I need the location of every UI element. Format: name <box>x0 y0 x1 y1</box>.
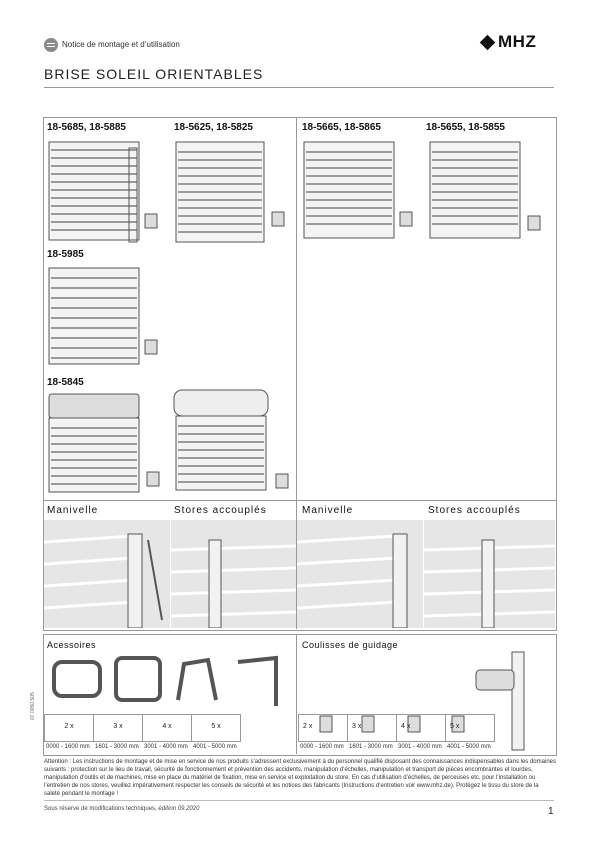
blind-drawing-18-5685 <box>48 141 158 243</box>
qty-value: 3 x <box>352 723 362 730</box>
qty-cell: 2 x <box>44 714 94 742</box>
accessories-divider <box>296 634 297 754</box>
range-label: 4001 - 5000 mm <box>193 744 237 750</box>
brand-logo: MHZ <box>479 32 537 52</box>
detail-crank-drawing <box>44 520 170 628</box>
blind-drawing-18-5655 <box>429 141 541 239</box>
product-code: 18-5845 <box>47 377 84 388</box>
section-manivelle: Manivelle <box>47 505 103 516</box>
qty-value: 4 x <box>401 723 411 730</box>
qty-cell: 4 x <box>142 714 192 742</box>
mhz-diamond-icon <box>479 34 496 50</box>
attention-text: Les instructions de montage et de mise e… <box>44 759 556 797</box>
detail-crank-drawing <box>297 520 423 628</box>
section-stores-accouples: Stores accouplés <box>174 505 271 516</box>
manual-book-icon <box>44 38 58 52</box>
document-number: 07 0050 505 <box>30 692 36 720</box>
footer-edition: édition 09.2020 <box>158 806 200 812</box>
detail-coupled-drawing <box>171 520 296 628</box>
frame-hrule <box>43 500 557 501</box>
qty-value: 2 x <box>303 723 313 730</box>
frame-divider <box>296 117 297 629</box>
accessories-title: Acessoires <box>47 640 101 650</box>
blind-drawing-18-5845-a <box>48 393 160 493</box>
product-code: 18-5655, 18-5855 <box>426 122 505 133</box>
guide-rail-drawing <box>475 651 525 751</box>
accessories-frame <box>43 634 557 756</box>
qty-value: 5 x <box>450 723 460 730</box>
qty-cell: 5 x <box>445 714 495 742</box>
page-number: 1 <box>548 806 554 817</box>
qty-cell: 4 x <box>396 714 446 742</box>
qty-cell: 5 x <box>191 714 241 742</box>
accessory-brackets-drawing <box>52 655 278 706</box>
qty-cell: 3 x <box>93 714 143 742</box>
qty-value: 3 x <box>113 723 123 730</box>
product-frame <box>43 117 557 631</box>
detail-coupled-drawing <box>424 520 555 628</box>
section-manivelle: Manivelle <box>302 505 358 516</box>
guide-clips-drawing <box>319 715 465 733</box>
product-code: 18-5625, 18-5825 <box>174 122 253 133</box>
product-code: 18-5685, 18-5885 <box>47 122 126 133</box>
range-label: 1601 - 3000 mm <box>95 744 139 750</box>
range-label: 0000 - 1600 mm <box>300 744 344 750</box>
product-code: 18-5665, 18-5865 <box>302 122 381 133</box>
section-stores-accouples: Stores accouplés <box>428 505 525 516</box>
qty-value: 5 x <box>211 723 221 730</box>
qty-cell: 3 x <box>347 714 397 742</box>
brand-name: MHZ <box>498 32 537 51</box>
blind-drawing-18-5985 <box>48 267 158 365</box>
blind-drawing-18-5845-b <box>173 389 289 491</box>
doc-type: Notice de montage et d’utilisation <box>62 40 180 49</box>
guides-title: Coulisses de guidage <box>302 640 403 650</box>
range-label: 4001 - 5000 mm <box>447 744 491 750</box>
attention-notice: Attention : Les instructions de montage … <box>44 758 556 798</box>
footer-rule <box>44 800 554 801</box>
qty-cell: 2 x <box>298 714 348 742</box>
attention-label: Attention : <box>44 759 72 765</box>
range-label: 0000 - 1600 mm <box>46 744 90 750</box>
product-code: 18-5985 <box>47 249 84 260</box>
title-rule <box>44 87 554 88</box>
page-title: BRISE SOLEIL ORIENTABLES <box>44 66 264 82</box>
range-label: 3001 - 4000 mm <box>144 744 188 750</box>
blind-drawing-18-5625 <box>175 141 285 243</box>
qty-value: 2 x <box>64 723 74 730</box>
blind-drawing-18-5665 <box>303 141 413 239</box>
qty-value: 4 x <box>162 723 172 730</box>
footer-note-text: Sous réserve de modifications techniques… <box>44 806 157 812</box>
footer-note: Sous réserve de modifications techniques… <box>44 806 199 812</box>
range-label: 3001 - 4000 mm <box>398 744 442 750</box>
range-label: 1601 - 3000 mm <box>349 744 393 750</box>
